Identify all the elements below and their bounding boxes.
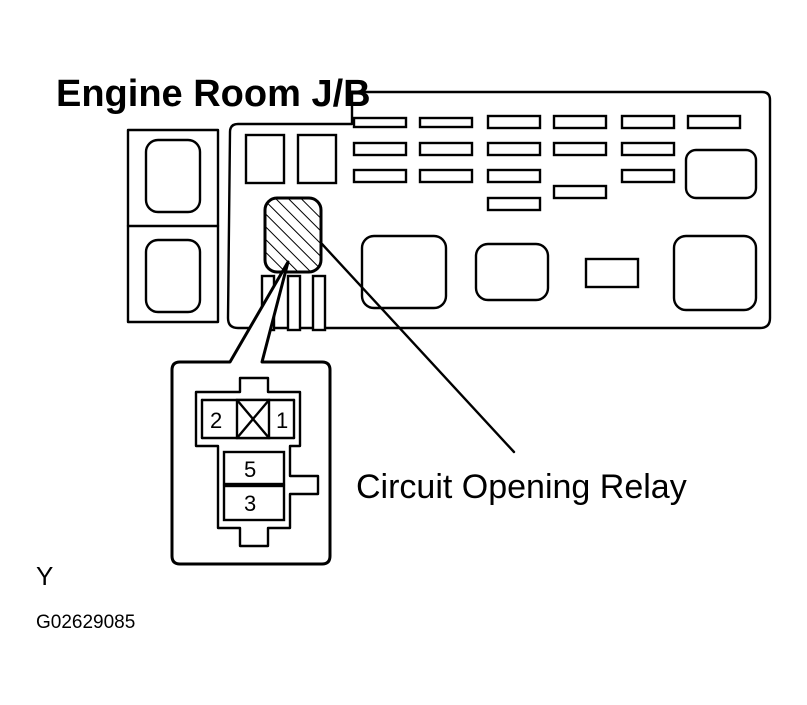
pin-3-label: 3 — [244, 491, 256, 516]
diagram-title: Engine Room J/B — [56, 73, 371, 115]
circuit-opening-relay — [263, 196, 323, 274]
pin-2-label: 2 — [210, 408, 222, 433]
junction-block — [126, 90, 772, 332]
connector-callout: 2 1 5 3 — [170, 260, 332, 566]
circuit-opening-relay-label: Circuit Opening Relay — [356, 468, 687, 506]
relay-row — [360, 234, 758, 312]
corner-mark: Y — [36, 561, 53, 591]
figure-code: G02629085 — [36, 612, 135, 633]
pin-5-label: 5 — [244, 457, 256, 482]
pin-1-label: 1 — [276, 408, 288, 433]
leader-line — [320, 242, 516, 454]
fuse-row — [244, 114, 758, 212]
